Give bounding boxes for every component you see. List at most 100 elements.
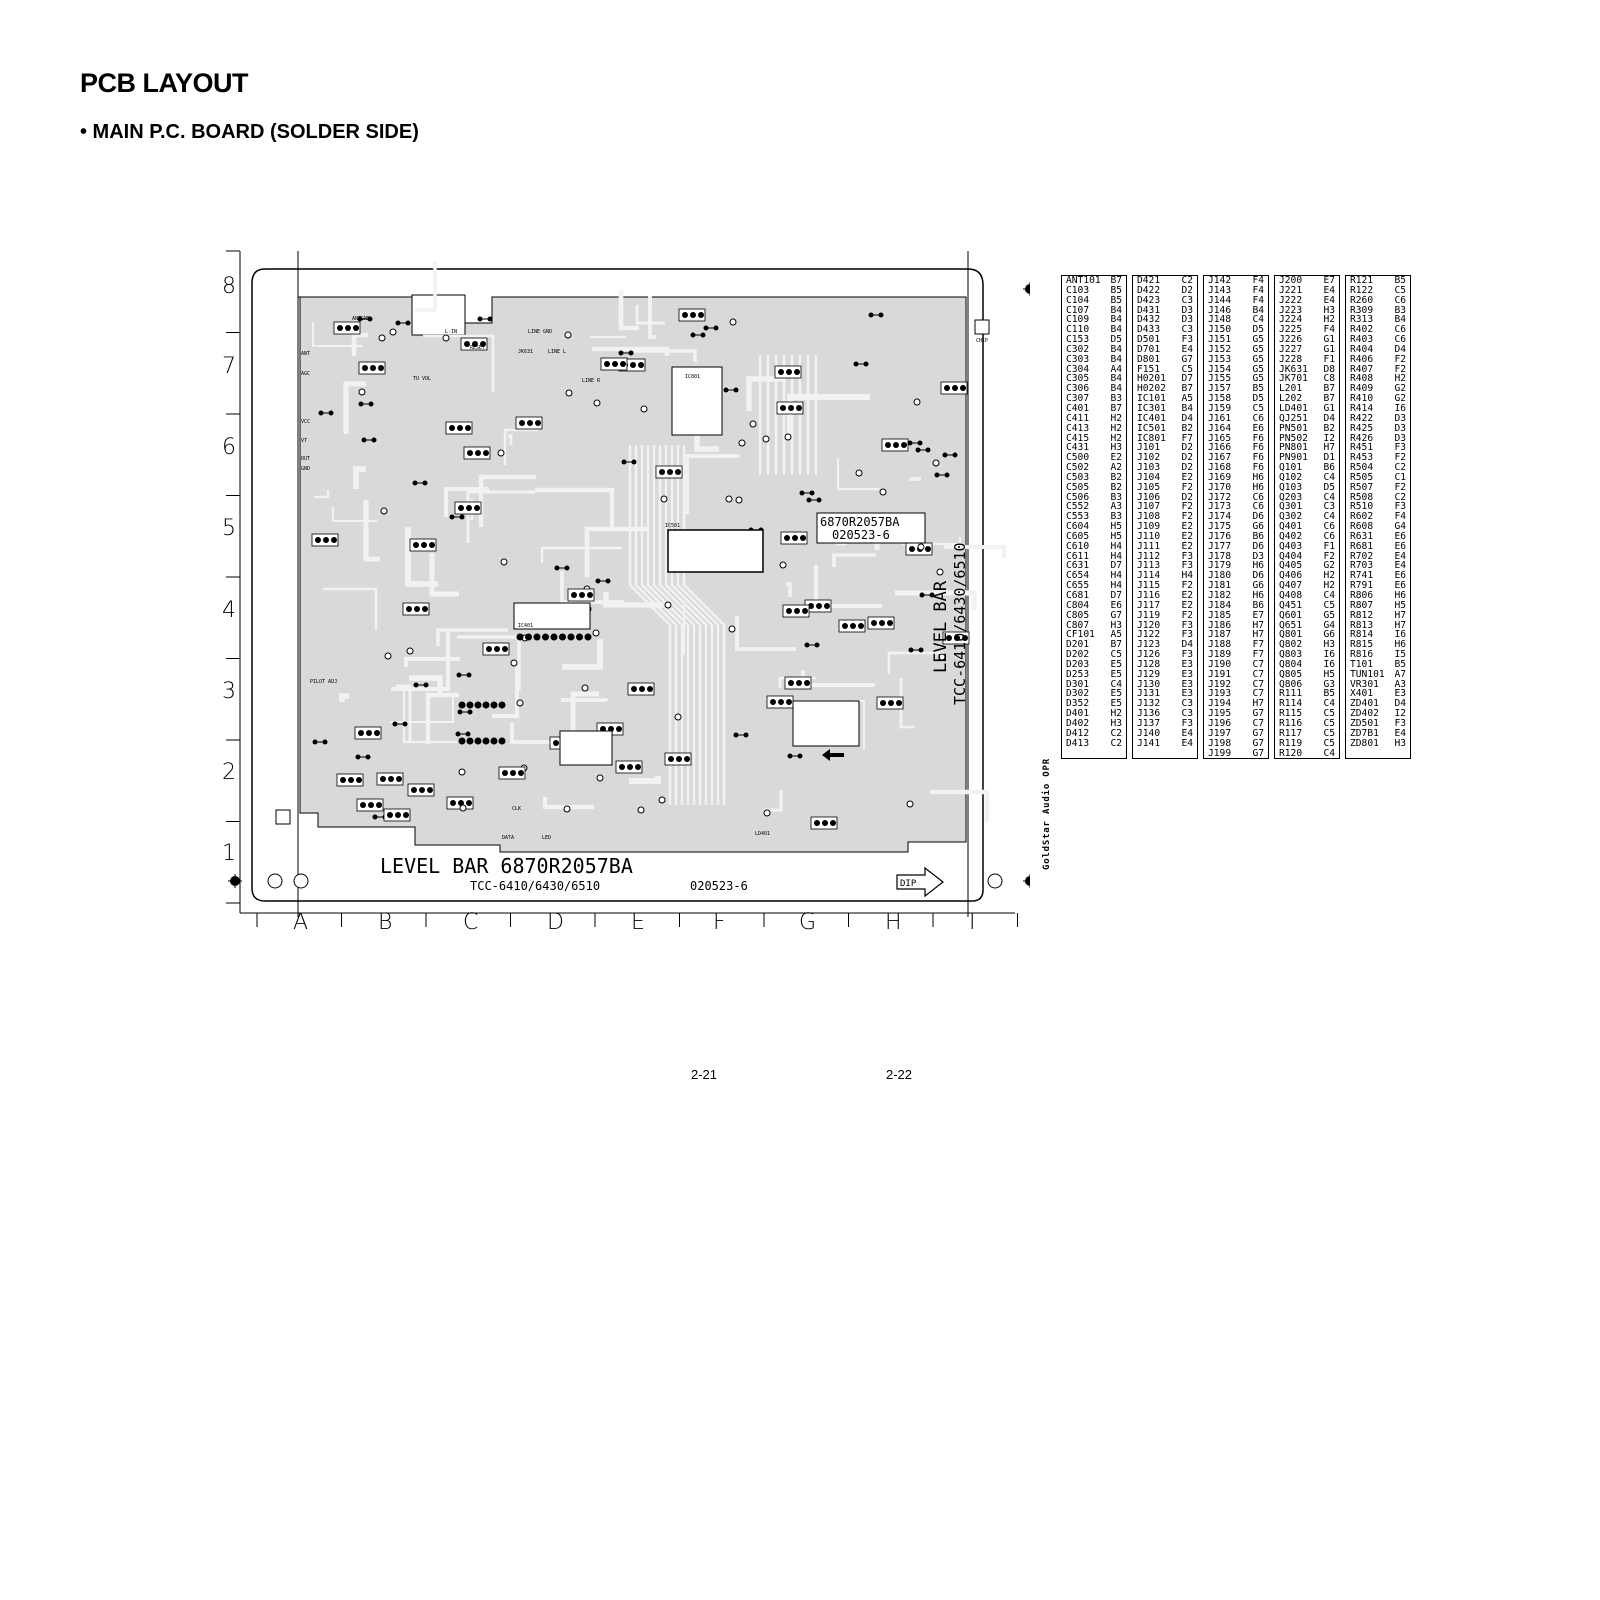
ref-location: A2 [1110, 462, 1122, 474]
ref-designator: C413 [1066, 422, 1090, 434]
ref-designator: ZD801 [1350, 737, 1379, 749]
ref-designator: R453 [1350, 452, 1374, 464]
ref-location: D3 [1252, 550, 1264, 562]
solder-pad [358, 388, 366, 396]
silkscreen-bottom-3: 020523-6 [690, 879, 748, 893]
ic-pin [482, 737, 490, 745]
ref-location: D1 [1323, 452, 1335, 464]
ref-designator: Q401 [1279, 521, 1303, 533]
jumper [806, 497, 822, 503]
jumper [621, 459, 637, 465]
ref-location: F2 [1181, 501, 1193, 513]
ref-location: G5 [1252, 363, 1264, 375]
ref-designator: J223 [1279, 304, 1303, 316]
ref-designator: J177 [1208, 540, 1232, 552]
ref-location: B7 [1110, 275, 1122, 286]
jumper [357, 316, 373, 322]
ref-location: F2 [1394, 452, 1406, 464]
ref-location: B4 [1110, 324, 1122, 336]
ref-location: C2 [1181, 275, 1193, 286]
ref-location: E5 [1110, 658, 1122, 670]
ref-location: F3 [1394, 442, 1406, 454]
ref-designator: JK631 [1279, 363, 1308, 375]
trace [339, 693, 349, 702]
ref-location: E6 [1394, 570, 1406, 582]
ref-location: F6 [1252, 462, 1264, 474]
ref-designator: D352 [1066, 698, 1090, 710]
ic-pin [482, 701, 490, 709]
ref-location: B4 [1110, 314, 1122, 326]
ref-location: E3 [1181, 668, 1193, 680]
ref-location: E2 [1181, 540, 1193, 552]
ref-location: F2 [1394, 363, 1406, 375]
transistor-pads [600, 357, 628, 371]
solder-pad [664, 601, 672, 609]
ref-designator: J141 [1137, 737, 1161, 749]
label-ant: ANT [301, 351, 310, 357]
ref-location: D4 [1323, 412, 1335, 424]
ref-designator: J221 [1279, 284, 1303, 296]
ref-designator: Q408 [1279, 590, 1303, 601]
trace [562, 639, 603, 670]
ref-designator: C631 [1066, 560, 1090, 572]
ref-location: B7 [1110, 639, 1122, 651]
trace-bundle [652, 445, 696, 805]
ref-location: D3 [1394, 422, 1406, 434]
direction-arrow-icon [822, 749, 844, 761]
ref-location: E4 [1181, 343, 1193, 355]
transistor-pads [655, 465, 683, 479]
trace [351, 332, 368, 356]
ref-location: H6 [1394, 639, 1406, 651]
ref-designator: J224 [1279, 314, 1303, 326]
ref-location: G5 [1252, 343, 1264, 355]
ref-location: E2 [1181, 521, 1193, 533]
ref-designator: R741 [1350, 570, 1374, 582]
jumper [477, 316, 493, 322]
ref-location: C6 [1394, 294, 1406, 306]
ref-designator: R702 [1350, 550, 1374, 562]
ref-location: H6 [1394, 590, 1406, 601]
ref-location: D2 [1181, 442, 1193, 454]
jumper [908, 647, 924, 653]
solder-pad [500, 558, 508, 566]
label-vcc: VCC [301, 419, 310, 425]
ref-location: F2 [1181, 580, 1193, 592]
ref-designator: PN501 [1279, 422, 1308, 434]
trace [764, 790, 783, 812]
ref-location: G2 [1323, 560, 1335, 572]
row-label: 1 [222, 841, 236, 866]
transistor-pads [627, 682, 655, 696]
ref-location: B3 [1110, 491, 1122, 503]
ref-designator: D202 [1066, 649, 1090, 661]
solder-pad [879, 488, 887, 496]
ref-location: E6 [1110, 599, 1122, 611]
ref-location: I6 [1323, 658, 1335, 670]
ref-designator: Q405 [1279, 560, 1303, 572]
